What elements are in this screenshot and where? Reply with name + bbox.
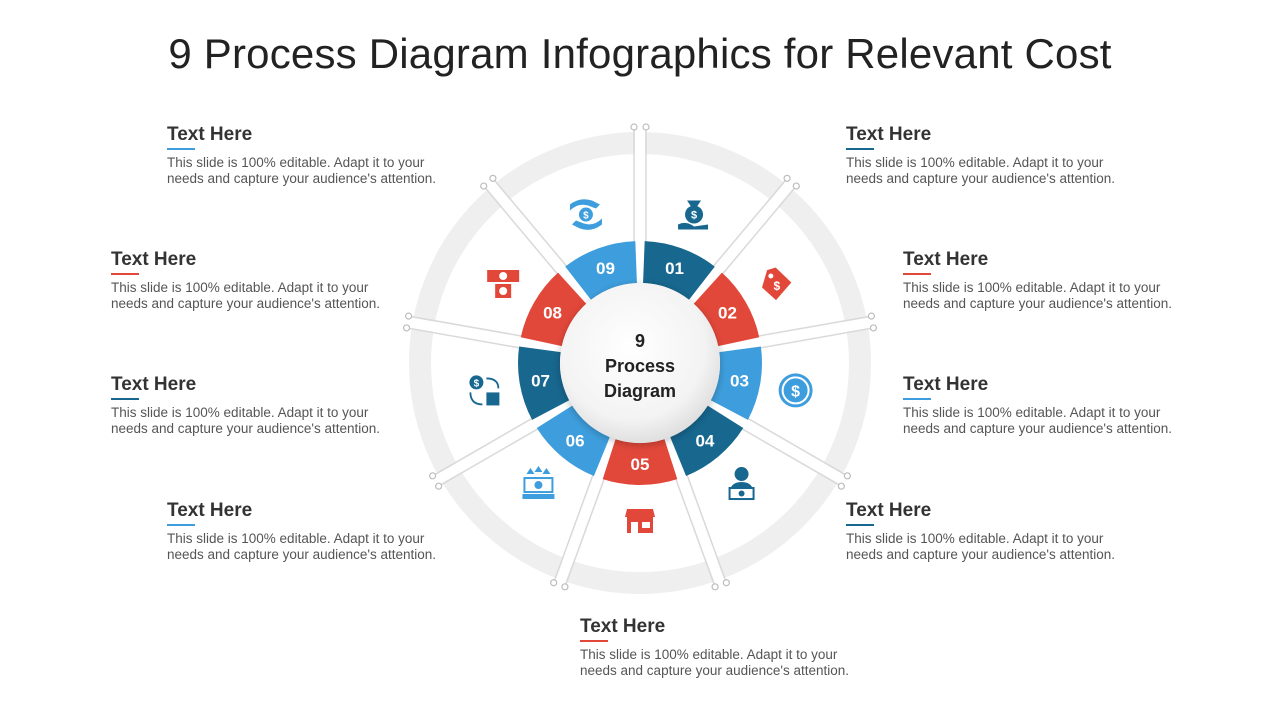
callout-underline (167, 524, 195, 526)
segment-06: 06 (536, 405, 610, 476)
callout-underline (846, 524, 874, 526)
callout-body: This slide is 100% editable. Adapt it to… (903, 405, 1173, 436)
callout-body: This slide is 100% editable. Adapt it to… (167, 155, 437, 186)
center-label-line3: Diagram (604, 381, 676, 401)
callout-5: Text Here This slide is 100% editable. A… (580, 616, 880, 679)
hands-dollar-icon: $ (569, 199, 602, 230)
callout-body: This slide is 100% editable. Adapt it to… (111, 405, 381, 436)
callout-heading: Text Here (846, 500, 932, 521)
callout-6: Text Here This slide is 100% editable. A… (167, 500, 467, 563)
segment-number: 03 (730, 372, 749, 391)
callout-2: Text Here This slide is 100% editable. A… (903, 249, 1203, 312)
segment-number: 06 (566, 431, 585, 450)
dollar-exchange-icon: $ (469, 375, 500, 406)
callout-heading: Text Here (846, 124, 932, 145)
callout-heading: Text Here (167, 124, 253, 145)
callout-underline (111, 398, 139, 400)
segment-07: 07 (518, 346, 570, 420)
callout-body: This slide is 100% editable. Adapt it to… (846, 531, 1116, 562)
callout-underline (167, 148, 195, 150)
callout-heading: Text Here (167, 500, 253, 521)
segment-02: 02 (693, 272, 760, 347)
segment-08: 08 (520, 272, 587, 347)
callout-underline (111, 273, 139, 275)
callout-heading: Text Here (111, 374, 197, 395)
segment-number: 09 (596, 259, 615, 278)
segment-09: 09 (565, 241, 637, 300)
callout-body: This slide is 100% editable. Adapt it to… (903, 280, 1173, 311)
svg-text:$: $ (474, 378, 480, 389)
person-cash-icon (728, 467, 755, 501)
svg-text:$: $ (773, 279, 780, 293)
callout-underline (580, 640, 608, 642)
callout-underline (903, 398, 931, 400)
segment-04: 04 (670, 405, 744, 476)
money-bag-hand-icon: $ (678, 200, 709, 230)
callout-heading: Text Here (580, 616, 666, 637)
price-tag-icon: $ (762, 267, 792, 301)
segment-number: 02 (718, 304, 737, 323)
callout-body: This slide is 100% editable. Adapt it to… (111, 280, 381, 311)
center-circle (560, 283, 720, 443)
callout-heading: Text Here (111, 249, 197, 270)
svg-text:$: $ (691, 210, 697, 222)
callout-4: Text Here This slide is 100% editable. A… (846, 500, 1146, 563)
callout-8: Text Here This slide is 100% editable. A… (111, 249, 411, 312)
svg-text:$: $ (583, 211, 589, 222)
callout-underline (903, 273, 931, 275)
callout-heading: Text Here (903, 249, 989, 270)
segment-number: 08 (543, 304, 562, 323)
segment-number: 04 (695, 431, 714, 450)
callout-9: Text Here This slide is 100% editable. A… (167, 124, 467, 187)
segment-number: 01 (665, 259, 684, 278)
center-label-line1: 9 (635, 331, 645, 351)
callout-body: This slide is 100% editable. Adapt it to… (167, 531, 437, 562)
callout-body: This slide is 100% editable. Adapt it to… (846, 155, 1116, 186)
callout-underline (846, 148, 874, 150)
segment-03: 03 (710, 346, 762, 420)
segment-01: 01 (643, 241, 715, 300)
center-label-line2: Process (605, 356, 675, 376)
callout-3: Text Here This slide is 100% editable. A… (903, 374, 1203, 437)
segment-number: 05 (631, 455, 650, 474)
callout-1: Text Here This slide is 100% editable. A… (846, 124, 1146, 187)
segment-number: 07 (531, 372, 550, 391)
cash-box-icon (487, 270, 520, 298)
shop-icon (625, 509, 655, 533)
cash-growth-icon (522, 466, 555, 500)
page-title: 9 Process Diagram Infographics for Relev… (168, 30, 1112, 77)
svg-text:$: $ (791, 383, 800, 400)
callout-7: Text Here This slide is 100% editable. A… (111, 374, 411, 437)
callout-heading: Text Here (903, 374, 989, 395)
callout-body: This slide is 100% editable. Adapt it to… (580, 647, 850, 678)
segment-05: 05 (602, 439, 678, 486)
dollar-coin-icon: $ (778, 373, 813, 408)
